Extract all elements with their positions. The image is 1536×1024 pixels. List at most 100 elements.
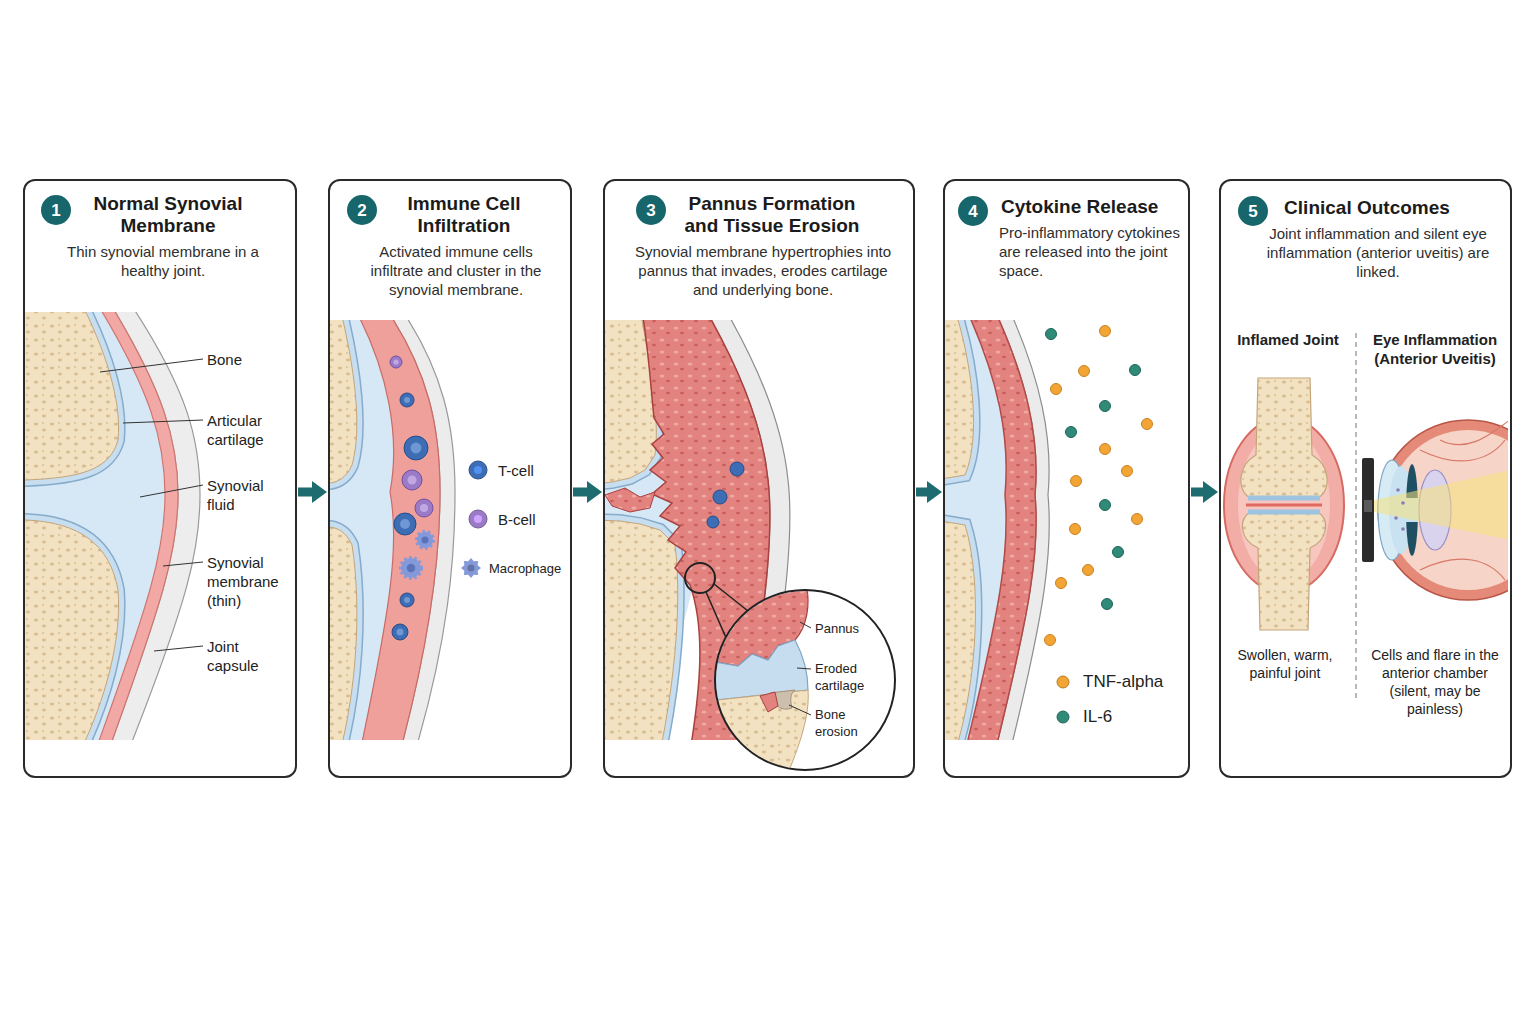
step-number: 5 [1248, 203, 1257, 220]
il6-dot [1066, 427, 1077, 438]
t-cell [400, 593, 414, 607]
arrow-head [927, 481, 942, 503]
legend-text: B-cell [498, 511, 536, 528]
il6-dot [1130, 365, 1141, 376]
cartilage-edge [945, 320, 974, 480]
part-label: Articular cartilage [207, 411, 293, 449]
legend-swatch [461, 558, 481, 578]
b-cell [415, 499, 433, 517]
step-number-badge: 1 [41, 195, 71, 225]
articular-cartilage [330, 527, 357, 740]
chamber-cell [1396, 488, 1400, 492]
cartilage-edge [605, 520, 678, 740]
arrow-shaft [573, 488, 589, 497]
il6-dot [1046, 329, 1057, 340]
step-number: 4 [968, 203, 977, 220]
part-label: Cells and flare in the anterior chamber … [1361, 646, 1509, 718]
part-label: Bone [207, 350, 293, 369]
step-number: 2 [357, 202, 366, 219]
swatch-nucleus [474, 515, 482, 523]
part-label: Synovial fluid [207, 476, 293, 514]
magnified-detail [700, 580, 808, 780]
leader-lines [100, 359, 203, 651]
stage-panel: Immune Cell InfiltrationActivated immune… [328, 179, 572, 778]
infiltrated-joint [330, 320, 455, 740]
sub-heading: Inflamed Joint [1226, 330, 1350, 349]
panel-heading: Cytokine Release [1001, 196, 1181, 218]
legend-swatch-box [1051, 705, 1075, 729]
panel-description: Activated immune cells infiltrate and cl… [351, 242, 561, 299]
pannus-invasion [760, 692, 778, 712]
legend-item: IL-6 [1051, 705, 1112, 729]
t-cell [400, 393, 414, 407]
synovial-membrane [350, 320, 440, 740]
panel-description: Synovial membrane hypertrophies into pan… [628, 242, 898, 299]
divider [1355, 333, 1356, 700]
macrophage [417, 532, 433, 548]
lower-bone [605, 520, 678, 740]
lower-bone [330, 527, 357, 740]
femur [1241, 378, 1327, 498]
sub-heading: Eye Inflammation (Anterior Uveitis) [1363, 330, 1507, 368]
bone [700, 690, 808, 780]
il6-dot [1102, 599, 1113, 610]
legend-swatch [469, 510, 487, 528]
eye [1362, 420, 1508, 600]
tnf-dot [1100, 326, 1111, 337]
step-number: 3 [646, 202, 655, 219]
inflamed-knee [1224, 378, 1344, 630]
cartilage [1248, 496, 1320, 501]
swatch-nucleus [474, 466, 482, 474]
normal-joint [25, 312, 200, 740]
articular-cartilage [330, 320, 357, 483]
magnifier-line [714, 584, 748, 611]
legend-text: IL-6 [1083, 707, 1112, 727]
step-number-badge: 4 [958, 196, 988, 226]
cartilage-edge [330, 527, 357, 740]
cytokine-joint [945, 320, 1049, 740]
inflamed-joint-space [1246, 504, 1322, 507]
panel-heading: Normal Synovial Membrane [68, 193, 268, 237]
t-cell [713, 490, 727, 504]
leader-line [797, 668, 811, 669]
t-cell-nucleus [411, 443, 422, 454]
step-number: 1 [51, 202, 60, 219]
lower-bone [945, 520, 975, 740]
magnifier-spot [685, 563, 715, 593]
tnf-dot [1122, 466, 1133, 477]
chamber-cell [1401, 501, 1405, 505]
panel-description: Pro-inflammatory cytokines are released … [999, 223, 1185, 280]
cartilage-edge [25, 312, 119, 480]
tnf-dot [1083, 565, 1094, 576]
legend-item: B-cell [466, 507, 536, 531]
part-label: Pannus [815, 620, 885, 637]
articular-cartilage [945, 520, 975, 740]
b-cell-nucleus [393, 359, 398, 364]
legend-item: T-cell [466, 458, 534, 482]
chamber-cell [1394, 516, 1398, 520]
il6-dot [1100, 500, 1111, 511]
slit-beam [1374, 470, 1508, 540]
legend-text: TNF-alpha [1083, 672, 1163, 692]
tnf-dot [1051, 384, 1062, 395]
legend-swatch [1057, 711, 1069, 723]
tnf-dot [1045, 635, 1056, 646]
part-label: Synovial membrane (thin) [207, 553, 293, 610]
b-cell-nucleus [420, 504, 428, 512]
upper-bone [330, 320, 357, 483]
arrow-shaft [298, 488, 314, 497]
legend-item: TNF-alpha [1051, 670, 1163, 694]
leader-line [163, 562, 203, 566]
articular-cartilage [945, 320, 974, 480]
arrow-shaft [1191, 488, 1205, 497]
flow-arrow [573, 481, 602, 503]
legend-swatch-box [466, 458, 490, 482]
tnf-dot [1100, 444, 1111, 455]
pannus-invasion [605, 488, 655, 512]
t-cell-nucleus [397, 629, 404, 636]
t-cell [730, 462, 744, 476]
legend-item: Macrophage [459, 556, 561, 580]
tnf-dot [1056, 578, 1067, 589]
tibia [1242, 512, 1325, 630]
